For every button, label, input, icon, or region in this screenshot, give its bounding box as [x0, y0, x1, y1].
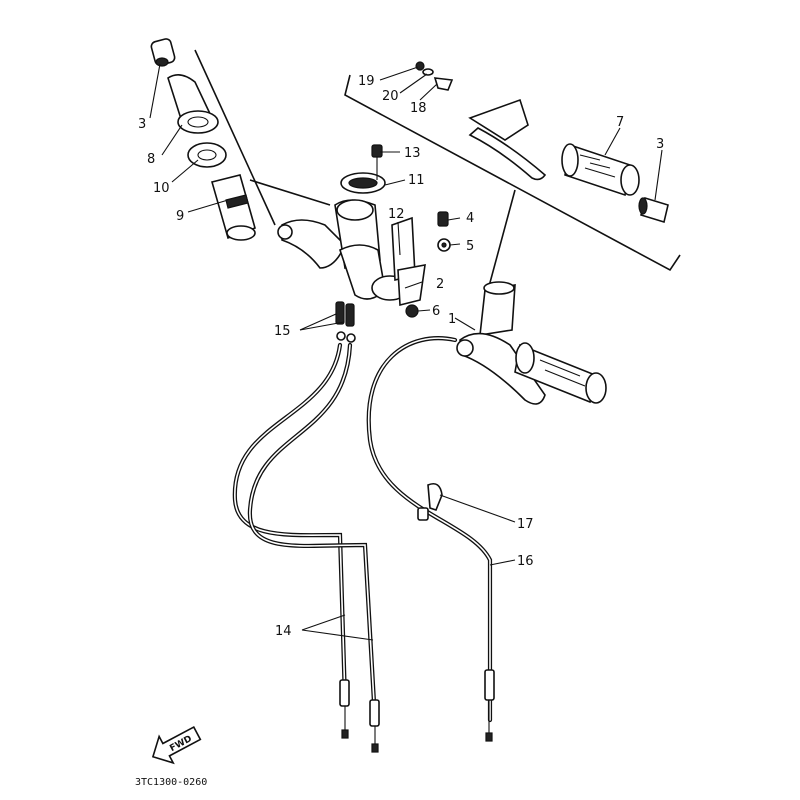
clamp-17	[417, 482, 443, 521]
label-15: 15	[274, 324, 291, 339]
center-switch-group	[334, 144, 426, 307]
left-handlebar-group	[150, 38, 346, 269]
label-9: 9	[176, 209, 184, 224]
diagram-code: 3TC1300-0260	[135, 777, 207, 788]
forward-arrow-icon: FWD	[151, 726, 202, 765]
label-14: 14	[275, 624, 292, 639]
label-4: 4	[466, 211, 474, 226]
label-3-left: 3	[138, 117, 146, 132]
label-3-right: 3	[656, 137, 664, 152]
label-2: 2	[436, 277, 444, 292]
left-grip	[167, 74, 219, 134]
left-bar-end-weight	[150, 38, 176, 67]
label-5: 5	[466, 239, 474, 254]
left-lever	[277, 219, 346, 269]
label-18: 18	[410, 101, 427, 116]
label-11: 11	[408, 173, 425, 188]
bolt-4	[437, 211, 449, 227]
label-8: 8	[147, 152, 155, 167]
label-17: 17	[517, 517, 534, 532]
cable-16	[366, 336, 495, 742]
left-sleeve	[211, 174, 256, 241]
part-number-labels: 3 8 10 9 13 11 12 4 5 2 6 1 15 19 20 18 …	[138, 74, 664, 639]
cables-14	[232, 301, 380, 753]
nut-6	[405, 304, 419, 318]
label-13: 13	[404, 146, 421, 161]
label-16: 16	[517, 554, 534, 569]
label-12: 12	[388, 207, 405, 222]
label-6: 6	[432, 304, 440, 319]
label-1: 1	[448, 312, 456, 327]
right-handlebar-top-group	[344, 61, 681, 272]
label-7: 7	[616, 115, 624, 130]
leader-lines	[149, 63, 663, 641]
right-throttle-group	[456, 281, 607, 405]
label-19: 19	[358, 74, 375, 89]
washer-5	[437, 238, 451, 252]
label-20: 20	[382, 89, 399, 104]
label-10: 10	[153, 181, 170, 196]
